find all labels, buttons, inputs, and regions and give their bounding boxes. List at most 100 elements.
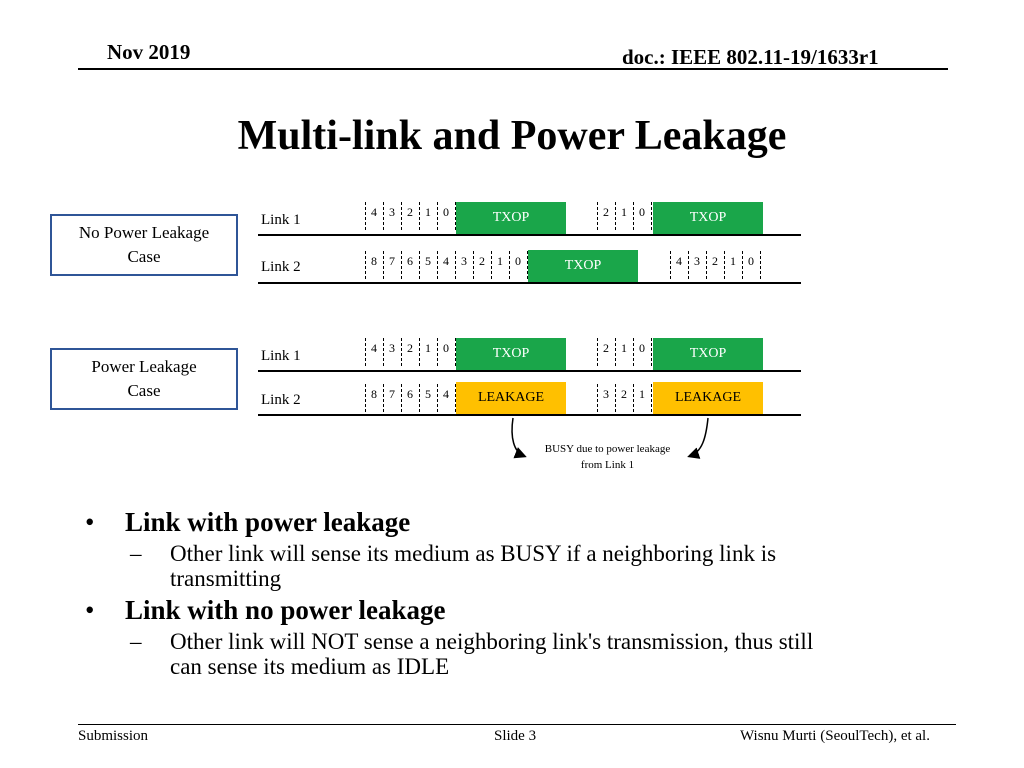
case1-link2-b-slot-divider [706, 251, 707, 279]
case2-link2-a-slot-divider [383, 384, 384, 412]
case1-link2-a-backoff-count: 3 [461, 254, 467, 268]
case2-link1-a-slot-divider [365, 338, 366, 366]
case2-link2-a-backoff-count: 6 [407, 387, 413, 401]
case1-link2-a-backoff-count: 2 [479, 254, 485, 268]
case1-link2-a-backoff-count: 5 [425, 254, 431, 268]
footer-slide-number: Slide 3 [494, 728, 537, 744]
case2-link2-b-backoff-count: 3 [603, 387, 609, 401]
sub-bullet-dash: – [130, 629, 142, 654]
case2-link2-a-backoff-count: 7 [389, 387, 395, 401]
footer-divider [78, 724, 956, 725]
case1-link1-b-slot-divider [633, 202, 634, 230]
case1-link2-b-slot-divider [760, 251, 761, 279]
case1-link2-a-slot-divider [383, 251, 384, 279]
case1-link2-a-txop-block: TXOP [528, 250, 638, 282]
case1-link1-b-backoff-count: 1 [621, 205, 627, 219]
case-box-leakage: Power Leakage Case [50, 348, 238, 410]
case1-link2-a-slot-divider [401, 251, 402, 279]
case-label-line1: Power Leakage [91, 357, 197, 376]
case2-link1-b-slot-divider [615, 338, 616, 366]
case1-link2-b-backoff-count: 2 [712, 254, 718, 268]
annotation-arrow-left [511, 417, 527, 459]
case1-link2-a-slot-divider [473, 251, 474, 279]
case1-link2-b-backoff-count: 3 [694, 254, 700, 268]
case1-link2-a-backoff-count: 4 [443, 254, 449, 268]
case1-link1-b-slot-divider [597, 202, 598, 230]
sub-bullet-dash: – [130, 541, 142, 566]
header-date: Nov 2019 [107, 40, 191, 64]
case1-link1-a-backoff-count: 2 [407, 205, 413, 219]
case-box-no-leakage: No Power Leakage Case [50, 214, 238, 276]
case2-link1-a-backoff-count: 4 [371, 341, 377, 355]
case2-link1-a-slot-divider [419, 338, 420, 366]
busy-annotation: BUSY due to power leakage from Link 1 [515, 441, 700, 473]
case2-link2-a-backoff-count: 5 [425, 387, 431, 401]
case-label-line1: No Power Leakage [78, 223, 210, 242]
annotation-arrows [511, 417, 709, 459]
annotation-line2: from Link 1 [580, 459, 635, 471]
case1-link2-a-slot-divider [419, 251, 420, 279]
bullet-item: • Link with no power leakage [85, 595, 965, 626]
case1-link1-label: Link 1 [261, 212, 301, 228]
case1-link2-b-slot-divider [670, 251, 671, 279]
case1-link2-a-backoff-count: 6 [407, 254, 413, 268]
case2-link1-a-slot-divider [455, 338, 456, 366]
sub-bullet-line2: transmitting [170, 566, 282, 591]
case1-link2-a-slot-divider [437, 251, 438, 279]
case2-link2-a-backoff-count: 8 [371, 387, 377, 401]
case2-link1-b-slot-divider [633, 338, 634, 366]
case2-link2-a-slot-divider [437, 384, 438, 412]
case1-link1-a-backoff-count: 4 [371, 205, 377, 219]
case2-link2-b-slot-divider [651, 384, 652, 412]
case2-link1-a-txop-block: TXOP [456, 338, 566, 370]
case2-link1-b-slot-divider [597, 338, 598, 366]
slide-title: Multi-link and Power Leakage [237, 113, 787, 159]
case1-link1-a-slot-divider [365, 202, 366, 230]
annotation-arrow-right [687, 417, 709, 459]
case2-link1-b-txop-block: TXOP [653, 338, 763, 370]
case1-link1-b-txop-block: TXOP [653, 202, 763, 234]
case1-link1-a-backoff-count: 3 [389, 205, 395, 219]
case1-link1-timeline [258, 234, 801, 236]
case2-link2-a-slot-divider [401, 384, 402, 412]
case1-link2-a-slot-divider [527, 251, 528, 279]
case2-link2-a-slot-divider [365, 384, 366, 412]
case2-link2-a-slot-divider [455, 384, 456, 412]
case2-link1-a-backoff-count: 1 [425, 341, 431, 355]
case1-link1-b-slot-divider [615, 202, 616, 230]
bullet-item: • Link with power leakage [85, 507, 965, 538]
case2-link1-a-backoff-count: 3 [389, 341, 395, 355]
case2-link1-label: Link 1 [261, 348, 301, 364]
case1-link2-a-backoff-count: 1 [497, 254, 503, 268]
case1-link1-b-slot-divider [651, 202, 652, 230]
case1-link1-a-slot-divider [437, 202, 438, 230]
case2-link1-a-slot-divider [383, 338, 384, 366]
bullet-dot: • [85, 507, 95, 537]
case2-link2-a-slot-divider [419, 384, 420, 412]
header-doc-id: doc.: IEEE 802.11-19/1633r1 [622, 45, 879, 69]
case2-link2-b-slot-divider [615, 384, 616, 412]
case2-link2-label: Link 2 [261, 392, 301, 408]
case2-link2-b-backoff-count: 1 [639, 387, 645, 401]
case1-link2-a-backoff-count: 0 [515, 254, 521, 268]
bullet-heading: Link with power leakage [125, 507, 411, 537]
bullet-dot: • [85, 595, 95, 625]
case1-link2-a-backoff-count: 7 [389, 254, 395, 268]
case1-link2-a-slot-divider [365, 251, 366, 279]
case1-link2-a-backoff-count: 8 [371, 254, 377, 268]
footer-author: Wisnu Murti (SeoulTech), et al. [740, 728, 930, 744]
case2-link1-a-slot-divider [437, 338, 438, 366]
case1-link1-a-slot-divider [401, 202, 402, 230]
sub-bullet-item: – Other link will NOT sense a neighborin… [85, 629, 965, 679]
case2-link1-a-backoff-count: 2 [407, 341, 413, 355]
case2-link1-a-slot-divider [401, 338, 402, 366]
case1-link1-a-backoff-count: 0 [443, 205, 449, 219]
case2-link2-b-backoff-count: 2 [621, 387, 627, 401]
case1-link1-b-backoff-count: 2 [603, 205, 609, 219]
header-divider [78, 68, 948, 70]
case1-link2-b-slot-divider [742, 251, 743, 279]
case2-link2-timeline [258, 414, 801, 416]
case1-link1-a-slot-divider [455, 202, 456, 230]
case-label-line2: Case [127, 381, 161, 400]
case1-link2-b-backoff-count: 1 [730, 254, 736, 268]
